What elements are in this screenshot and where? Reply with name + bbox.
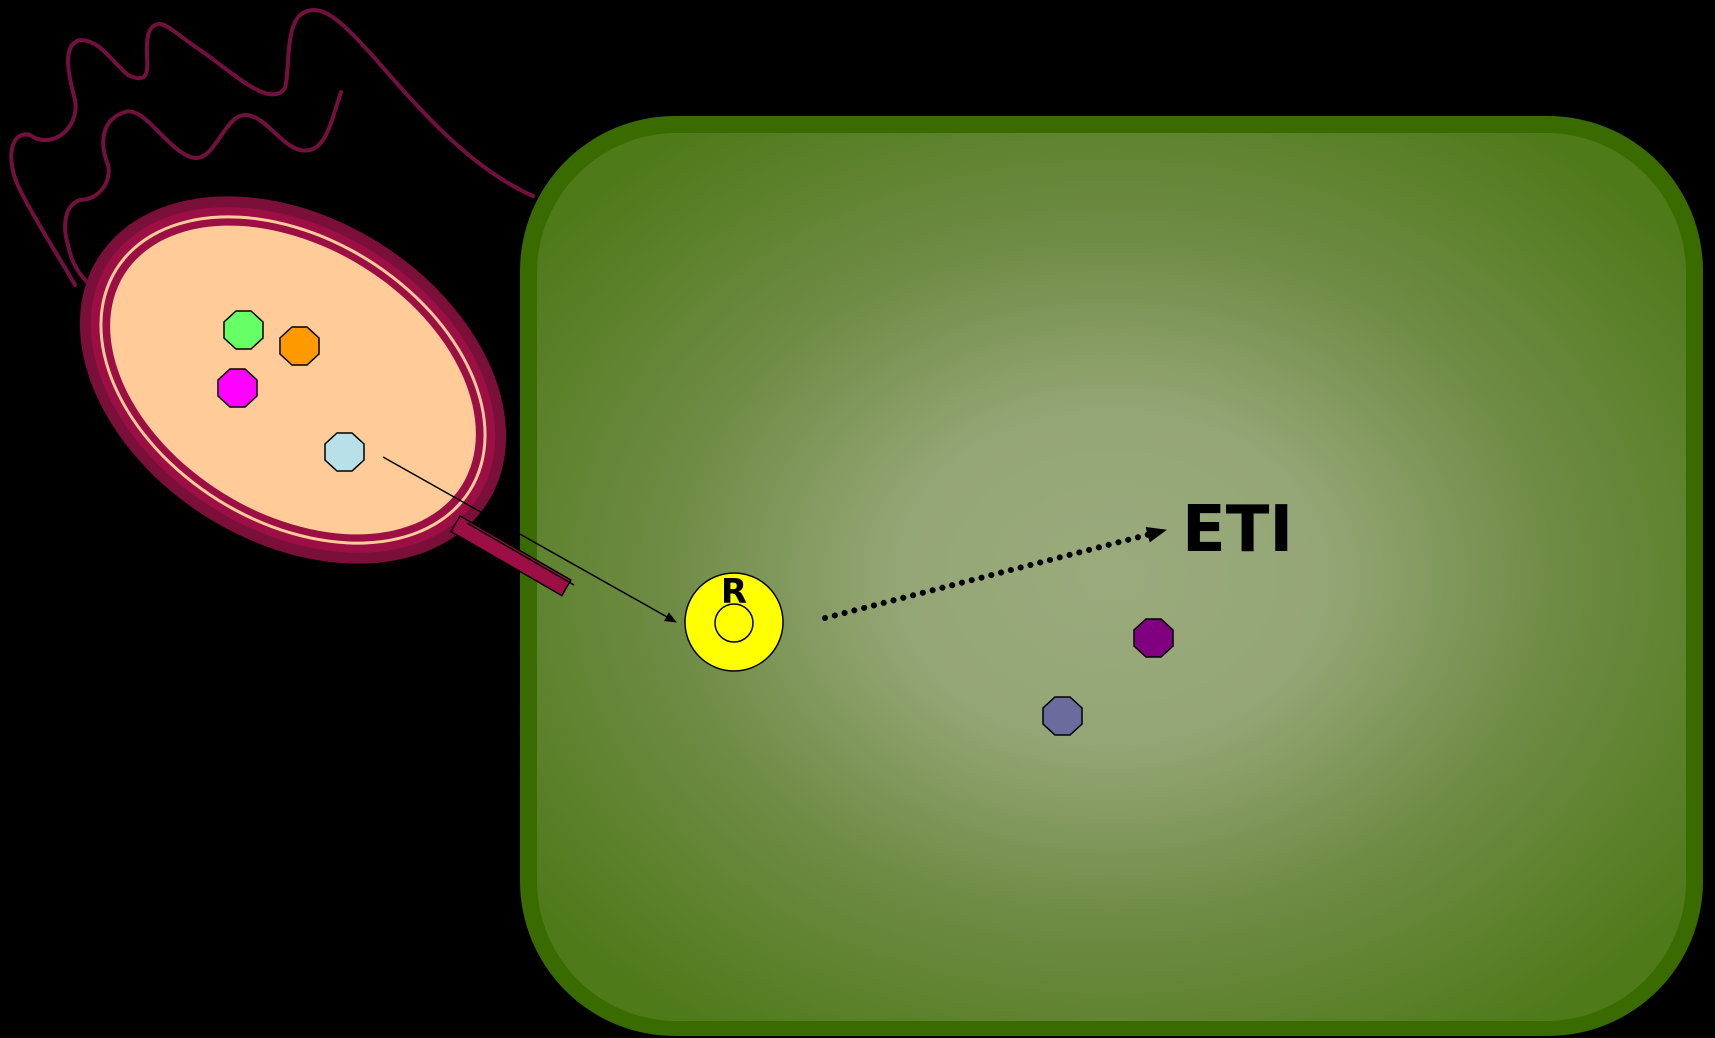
effector-magenta-icon: [218, 369, 257, 407]
host-protein-slate-icon: [1043, 697, 1082, 735]
receptor-label: R: [721, 572, 747, 612]
plant-cell: [520, 116, 1703, 1036]
host-protein-purple-icon: [1134, 619, 1173, 657]
effector-green-icon: [224, 311, 263, 349]
effector-light-blue-icon: [325, 433, 364, 471]
effector-orange-icon: [280, 327, 319, 365]
r-protein-receptor: R: [685, 572, 783, 671]
eti-label: ETI: [1182, 493, 1293, 567]
plant-cell-cytoplasm: [537, 133, 1686, 1021]
